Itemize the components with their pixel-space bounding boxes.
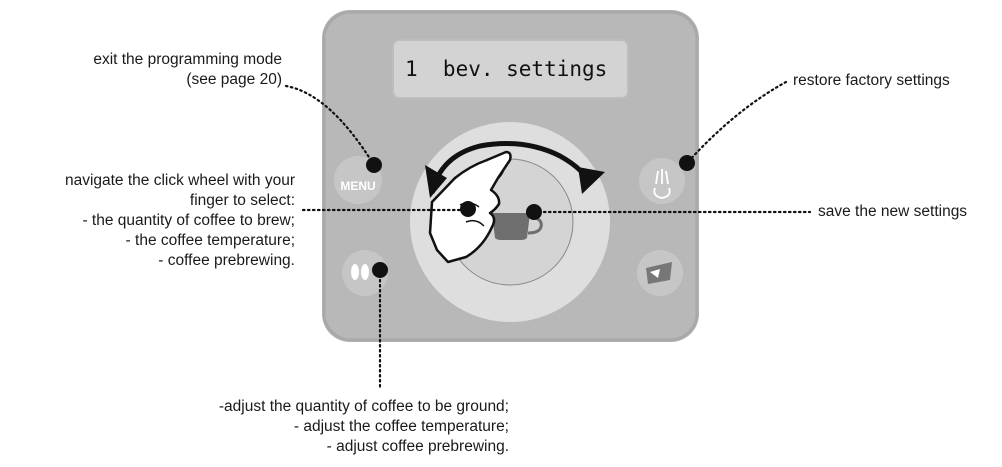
callout-save-line-1: save the new settings (818, 202, 967, 222)
callout-restore: restore factory settings (793, 71, 950, 91)
callout-exit-line-1: exit the programming mode (93, 50, 282, 70)
callout-restore-line-1: restore factory settings (793, 71, 950, 91)
callout-dot-restore (679, 155, 695, 171)
callout-adjust-line-1: -adjust the quantity of coffee to be gro… (219, 397, 509, 417)
callout-adjust: -adjust the quantity of coffee to be gro… (219, 397, 509, 457)
callout-navigate-line-3: - the quantity of coffee to brew; (65, 211, 295, 231)
callout-exit: exit the programming mode (see page 20) (93, 50, 282, 90)
callout-save: save the new settings (818, 202, 967, 222)
menu-button-label: MENU (340, 179, 375, 193)
callout-navigate-line-2: finger to select: (65, 191, 295, 211)
callout-dot-cup (526, 204, 542, 220)
lcd-display-text: 1 bev. settings (405, 57, 607, 81)
callout-navigate-line-5: - coffee prebrewing. (65, 251, 295, 271)
callout-dot-bean (372, 262, 388, 278)
callout-navigate: navigate the click wheel with your finge… (65, 171, 295, 271)
callout-dot-wheel (460, 201, 476, 217)
callout-adjust-line-2: - adjust the coffee temperature; (219, 417, 509, 437)
callout-navigate-line-4: - the coffee temperature; (65, 231, 295, 251)
callout-dot-menu (366, 157, 382, 173)
callout-adjust-line-3: - adjust coffee prebrewing. (219, 437, 509, 457)
leader-line-restore (688, 82, 786, 162)
callout-exit-line-2: (see page 20) (93, 70, 282, 90)
callout-navigate-line-1: navigate the click wheel with your (65, 171, 295, 191)
